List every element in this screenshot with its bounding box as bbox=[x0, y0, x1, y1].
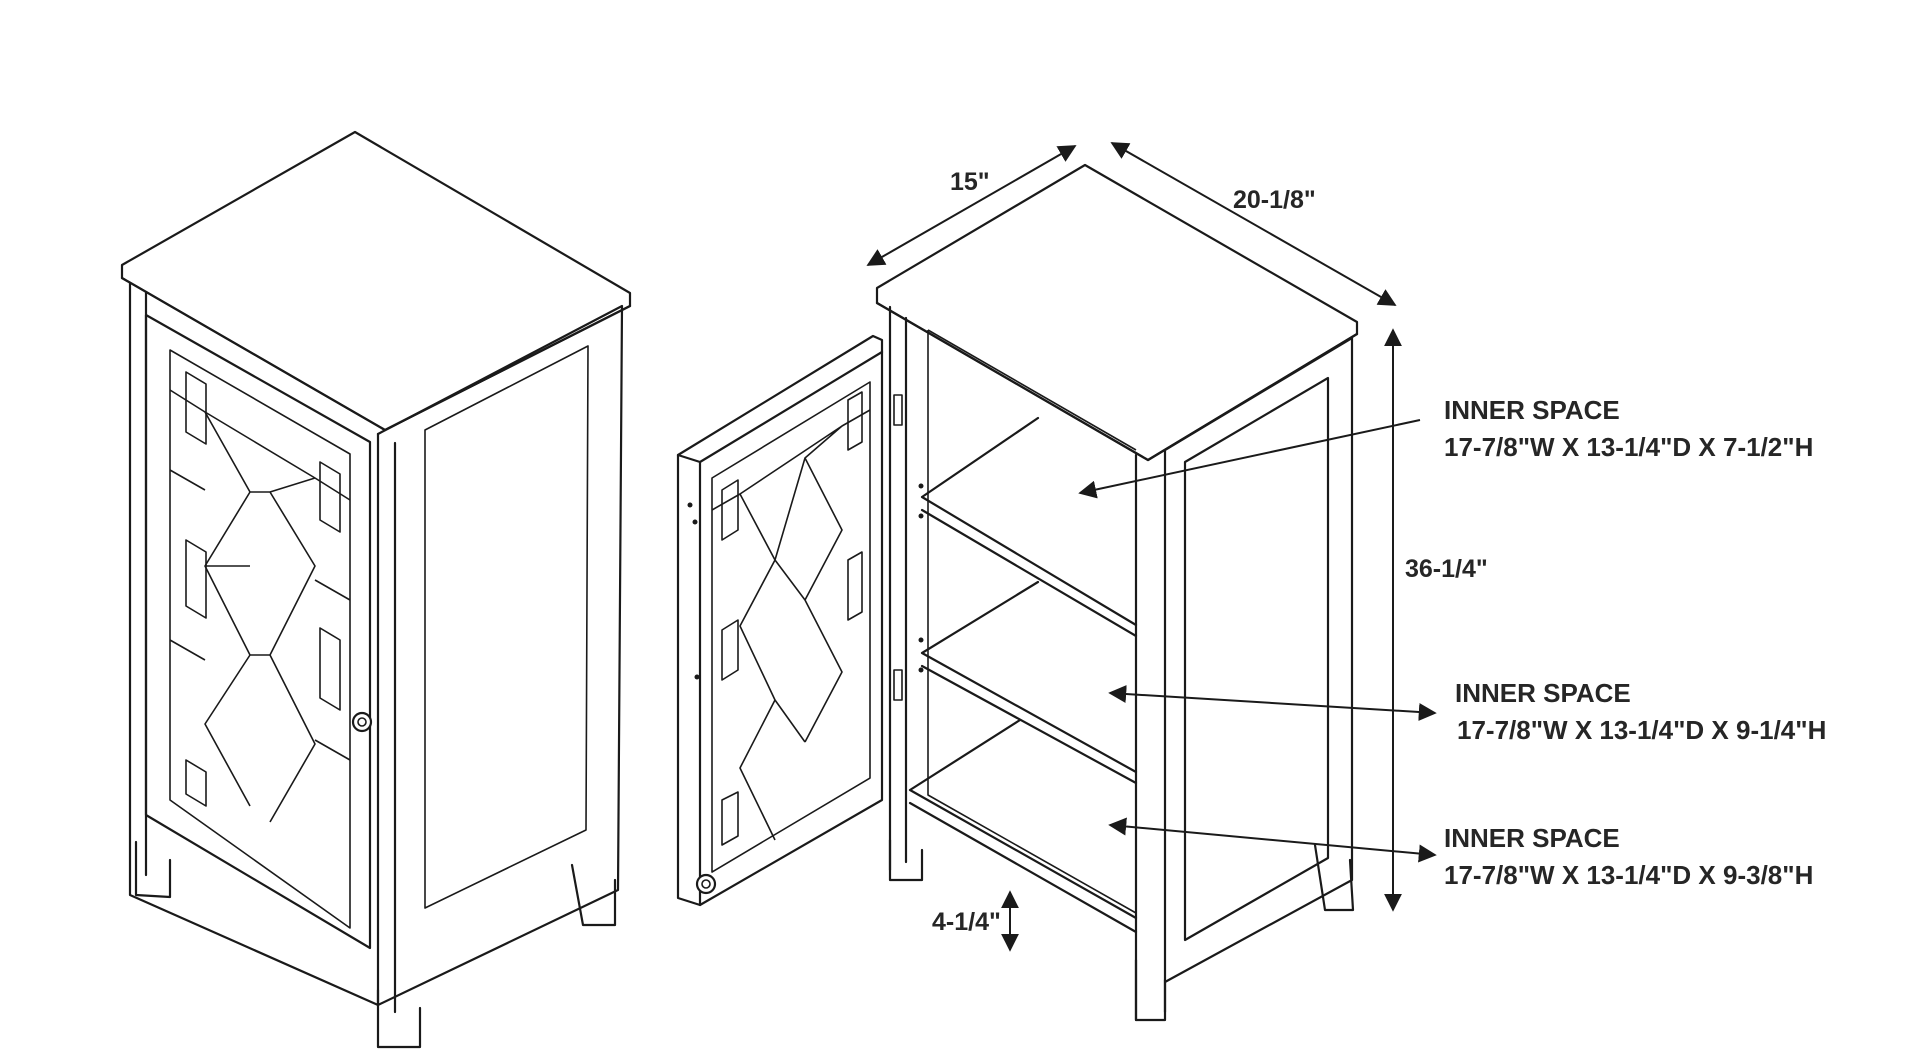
closed-cabinet-side bbox=[376, 304, 624, 1007]
width-label: 15" bbox=[950, 168, 990, 196]
open-cabinet-knob bbox=[695, 873, 717, 895]
open-cabinet-leg-front-right bbox=[1134, 958, 1167, 1022]
inner-space-3-leader bbox=[1108, 817, 1437, 863]
closed-cabinet-lattice bbox=[169, 389, 351, 823]
closed-cabinet-leg-front-left bbox=[134, 840, 172, 899]
depth-label: 20-1/8" bbox=[1233, 186, 1316, 214]
open-cabinet-shelf-1 bbox=[920, 416, 1138, 638]
open-cabinet-bottom bbox=[908, 718, 1138, 934]
closed-cabinet-door bbox=[144, 313, 372, 950]
height-label: 36-1/4" bbox=[1405, 555, 1488, 583]
closed-cabinet-knob bbox=[351, 711, 373, 733]
width-dimension-line bbox=[866, 145, 1077, 266]
inner-space-3-size: 17-7/8"W X 13-1/4"D X 9-3/8"H bbox=[1444, 860, 1813, 890]
dimension-lines bbox=[866, 142, 1437, 952]
closed-cabinet-top bbox=[120, 130, 632, 432]
hinge-top-icon bbox=[893, 394, 903, 426]
open-cabinet-leg-front-left bbox=[888, 838, 924, 882]
closed-cabinet-front bbox=[128, 281, 380, 1007]
closed-cabinet bbox=[120, 130, 632, 1049]
open-cabinet-shelf-2 bbox=[920, 580, 1138, 785]
inner-space-1-title: INNER SPACE bbox=[1444, 395, 1620, 425]
hinge-bottom-icon bbox=[893, 669, 903, 701]
shelf-pins bbox=[918, 483, 924, 673]
open-cabinet-door bbox=[676, 334, 884, 907]
open-cabinet-lattice bbox=[711, 409, 871, 841]
open-cabinet bbox=[676, 163, 1359, 1022]
inner-space-1-leader bbox=[1078, 419, 1421, 499]
closed-cabinet-leg-back bbox=[570, 863, 617, 927]
inner-space-3-title: INNER SPACE bbox=[1444, 823, 1620, 853]
inner-space-2-size: 17-7/8"W X 13-1/4"D X 9-1/4"H bbox=[1457, 715, 1826, 745]
closed-cabinet-leg-front-right bbox=[376, 988, 422, 1049]
leg-height-label: 4-1/4" bbox=[932, 908, 1001, 936]
depth-dimension-line bbox=[1110, 142, 1397, 306]
open-cabinet-leg-back bbox=[1313, 843, 1355, 912]
inner-space-1-size: 17-7/8"W X 13-1/4"D X 7-1/2"H bbox=[1444, 432, 1813, 462]
open-cabinet-carcass bbox=[888, 305, 1354, 1022]
inner-space-2-leader bbox=[1108, 685, 1437, 721]
inner-space-2-title: INNER SPACE bbox=[1455, 678, 1631, 708]
